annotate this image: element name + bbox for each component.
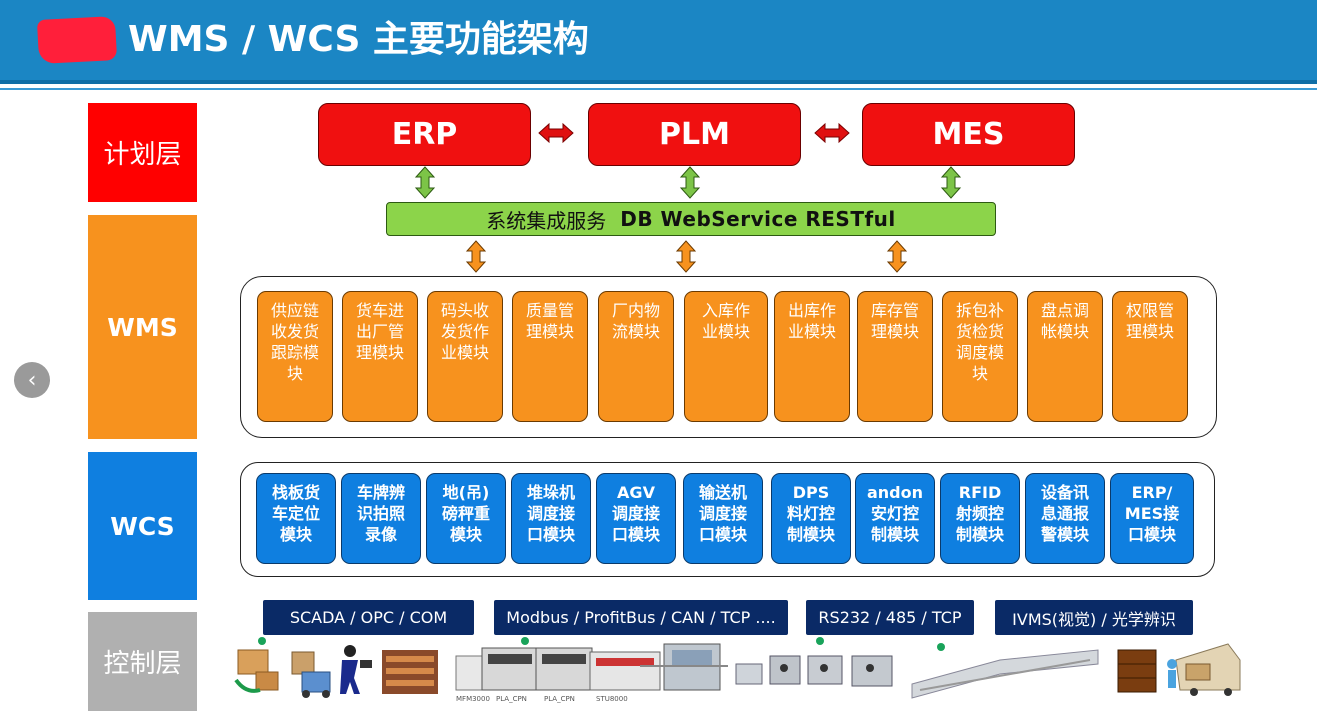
bidirectional-arrow-icon <box>676 240 696 273</box>
protocol-scada: SCADA / OPC / COM <box>263 600 474 635</box>
equipment-illustration: MFM3000 PLA_CPN PLA_CPN STU8000 <box>234 643 1241 703</box>
wms-module-container <box>240 276 1217 438</box>
bidirectional-arrow-icon <box>680 166 700 199</box>
protocol-rs232: RS232 / 485 / TCP <box>806 600 974 635</box>
wms-module: 供应链 收发货 跟踪模 块 <box>257 291 333 422</box>
wms-module: 拆包补 货检货 调度模 块 <box>942 291 1018 422</box>
wms-module: 码头收 发货作 业模块 <box>427 291 503 422</box>
bidirectional-arrow-icon <box>814 123 850 143</box>
prev-slide-button[interactable]: ‹ <box>14 362 50 398</box>
bidirectional-arrow-icon <box>887 240 907 273</box>
wcs-module: 输送机 调度接 口模块 <box>683 473 763 564</box>
wcs-module: 栈板货 车定位 模块 <box>256 473 336 564</box>
layer-label-plan: 计划层 <box>88 103 197 202</box>
equipment-label: PLA_CPN <box>496 695 527 703</box>
protocol-modbus: Modbus / ProfitBus / CAN / TCP .... <box>494 600 788 635</box>
header-bar <box>0 0 1317 80</box>
wms-module: 权限管 理模块 <box>1112 291 1188 422</box>
wcs-module: andon 安灯控 制模块 <box>855 473 935 564</box>
layer-label-wcs: WCS <box>88 452 197 600</box>
equipment-label: STU8000 <box>596 695 628 703</box>
wcs-module: RFID 射频控 制模块 <box>940 473 1020 564</box>
header-divider-thin <box>0 88 1317 90</box>
equipment-label: PLA_CPN <box>544 695 575 703</box>
wcs-module: DPS 料灯控 制模块 <box>771 473 851 564</box>
wms-module: 质量管 理模块 <box>512 291 588 422</box>
system-plm: PLM <box>588 103 801 166</box>
bidirectional-arrow-icon <box>538 123 574 143</box>
wcs-module: AGV 调度接 口模块 <box>596 473 676 564</box>
wms-module: 货车进 出厂管 理模块 <box>342 291 418 422</box>
bidirectional-arrow-icon <box>466 240 486 273</box>
system-mes: MES <box>862 103 1075 166</box>
bidirectional-arrow-icon <box>415 166 435 199</box>
layer-label-control: 控制层 <box>88 612 197 711</box>
integration-label: 系统集成服务 <box>486 208 607 233</box>
layer-label-wms: WMS <box>88 215 197 439</box>
wcs-module: ERP/ MES接 口模块 <box>1110 473 1194 564</box>
bidirectional-arrow-icon <box>941 166 961 199</box>
wms-module: 库存管 理模块 <box>857 291 933 422</box>
equipment-label: MFM3000 <box>456 695 490 703</box>
wcs-module: 地(吊) 磅秤重 模块 <box>426 473 506 564</box>
page-title: WMS / WCS 主要功能架构 <box>128 19 589 60</box>
wcs-module-container <box>240 462 1215 577</box>
integration-service-bar: 系统集成服务 DB WebService RESTful <box>386 202 996 236</box>
header-divider <box>0 80 1317 84</box>
protocol-ivms: IVMS(视觉) / 光学辨识 <box>995 600 1193 635</box>
wms-module: 盘点调 帐模块 <box>1027 291 1103 422</box>
prev-arrow-icon: ‹ <box>27 367 37 393</box>
wcs-module: 设备讯 息通报 警模块 <box>1025 473 1105 564</box>
wcs-module: 车牌辨 识拍照 录像 <box>341 473 421 564</box>
wms-module: 出库作 业模块 <box>774 291 850 422</box>
integration-protocols: DB WebService RESTful <box>620 207 896 231</box>
wcs-module: 堆垛机 调度接 口模块 <box>511 473 591 564</box>
system-erp: ERP <box>318 103 531 166</box>
wms-module: 入库作 业模块 <box>684 291 768 422</box>
wms-module: 厂内物 流模块 <box>598 291 674 422</box>
